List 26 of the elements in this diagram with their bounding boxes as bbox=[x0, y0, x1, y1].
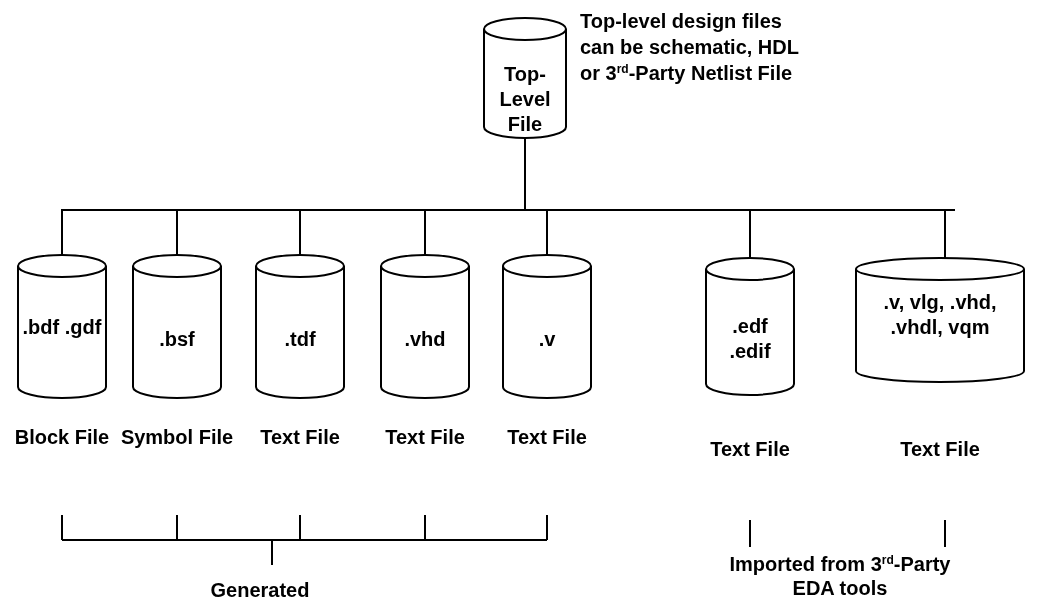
database-cylinder bbox=[17, 255, 107, 398]
file-type-label: .bdf .gdf bbox=[21, 315, 103, 340]
database-cylinder bbox=[380, 255, 470, 398]
database-cylinder bbox=[483, 18, 567, 138]
file-caption: Symbol File bbox=[119, 425, 235, 450]
file-caption: Text File bbox=[259, 425, 341, 450]
file-caption: Text File bbox=[709, 437, 791, 462]
file-type-label: .edf .edif bbox=[728, 314, 772, 364]
file-type-label: .vhd bbox=[403, 327, 447, 352]
annotation-text: Top-level design files can be schematic, HDL or 3$^{rd}$-Party Netlist File bbox=[580, 9, 800, 86]
database-cylinder bbox=[255, 255, 345, 398]
group-caption: Imported from 3$^{rd}$-Party EDA tools bbox=[728, 552, 952, 600]
file-caption: Block File bbox=[13, 425, 111, 450]
file-type-label: .bsf bbox=[158, 327, 196, 352]
file-type-label: .v bbox=[537, 327, 557, 352]
file-type-label: .v, vlg, .vhd, .vhdl, vqm bbox=[882, 290, 998, 340]
database-cylinder bbox=[705, 258, 795, 395]
file-type-label: .tdf bbox=[283, 327, 317, 352]
file-caption: Text File bbox=[899, 437, 981, 462]
database-cylinder bbox=[502, 255, 592, 398]
group-caption: Generated bbox=[209, 578, 311, 602]
database-cylinder bbox=[855, 258, 1025, 382]
file-type-label: Top-Level File bbox=[498, 62, 552, 137]
file-caption: Text File bbox=[506, 425, 588, 450]
database-cylinder bbox=[132, 255, 222, 398]
file-caption: Text File bbox=[384, 425, 466, 450]
